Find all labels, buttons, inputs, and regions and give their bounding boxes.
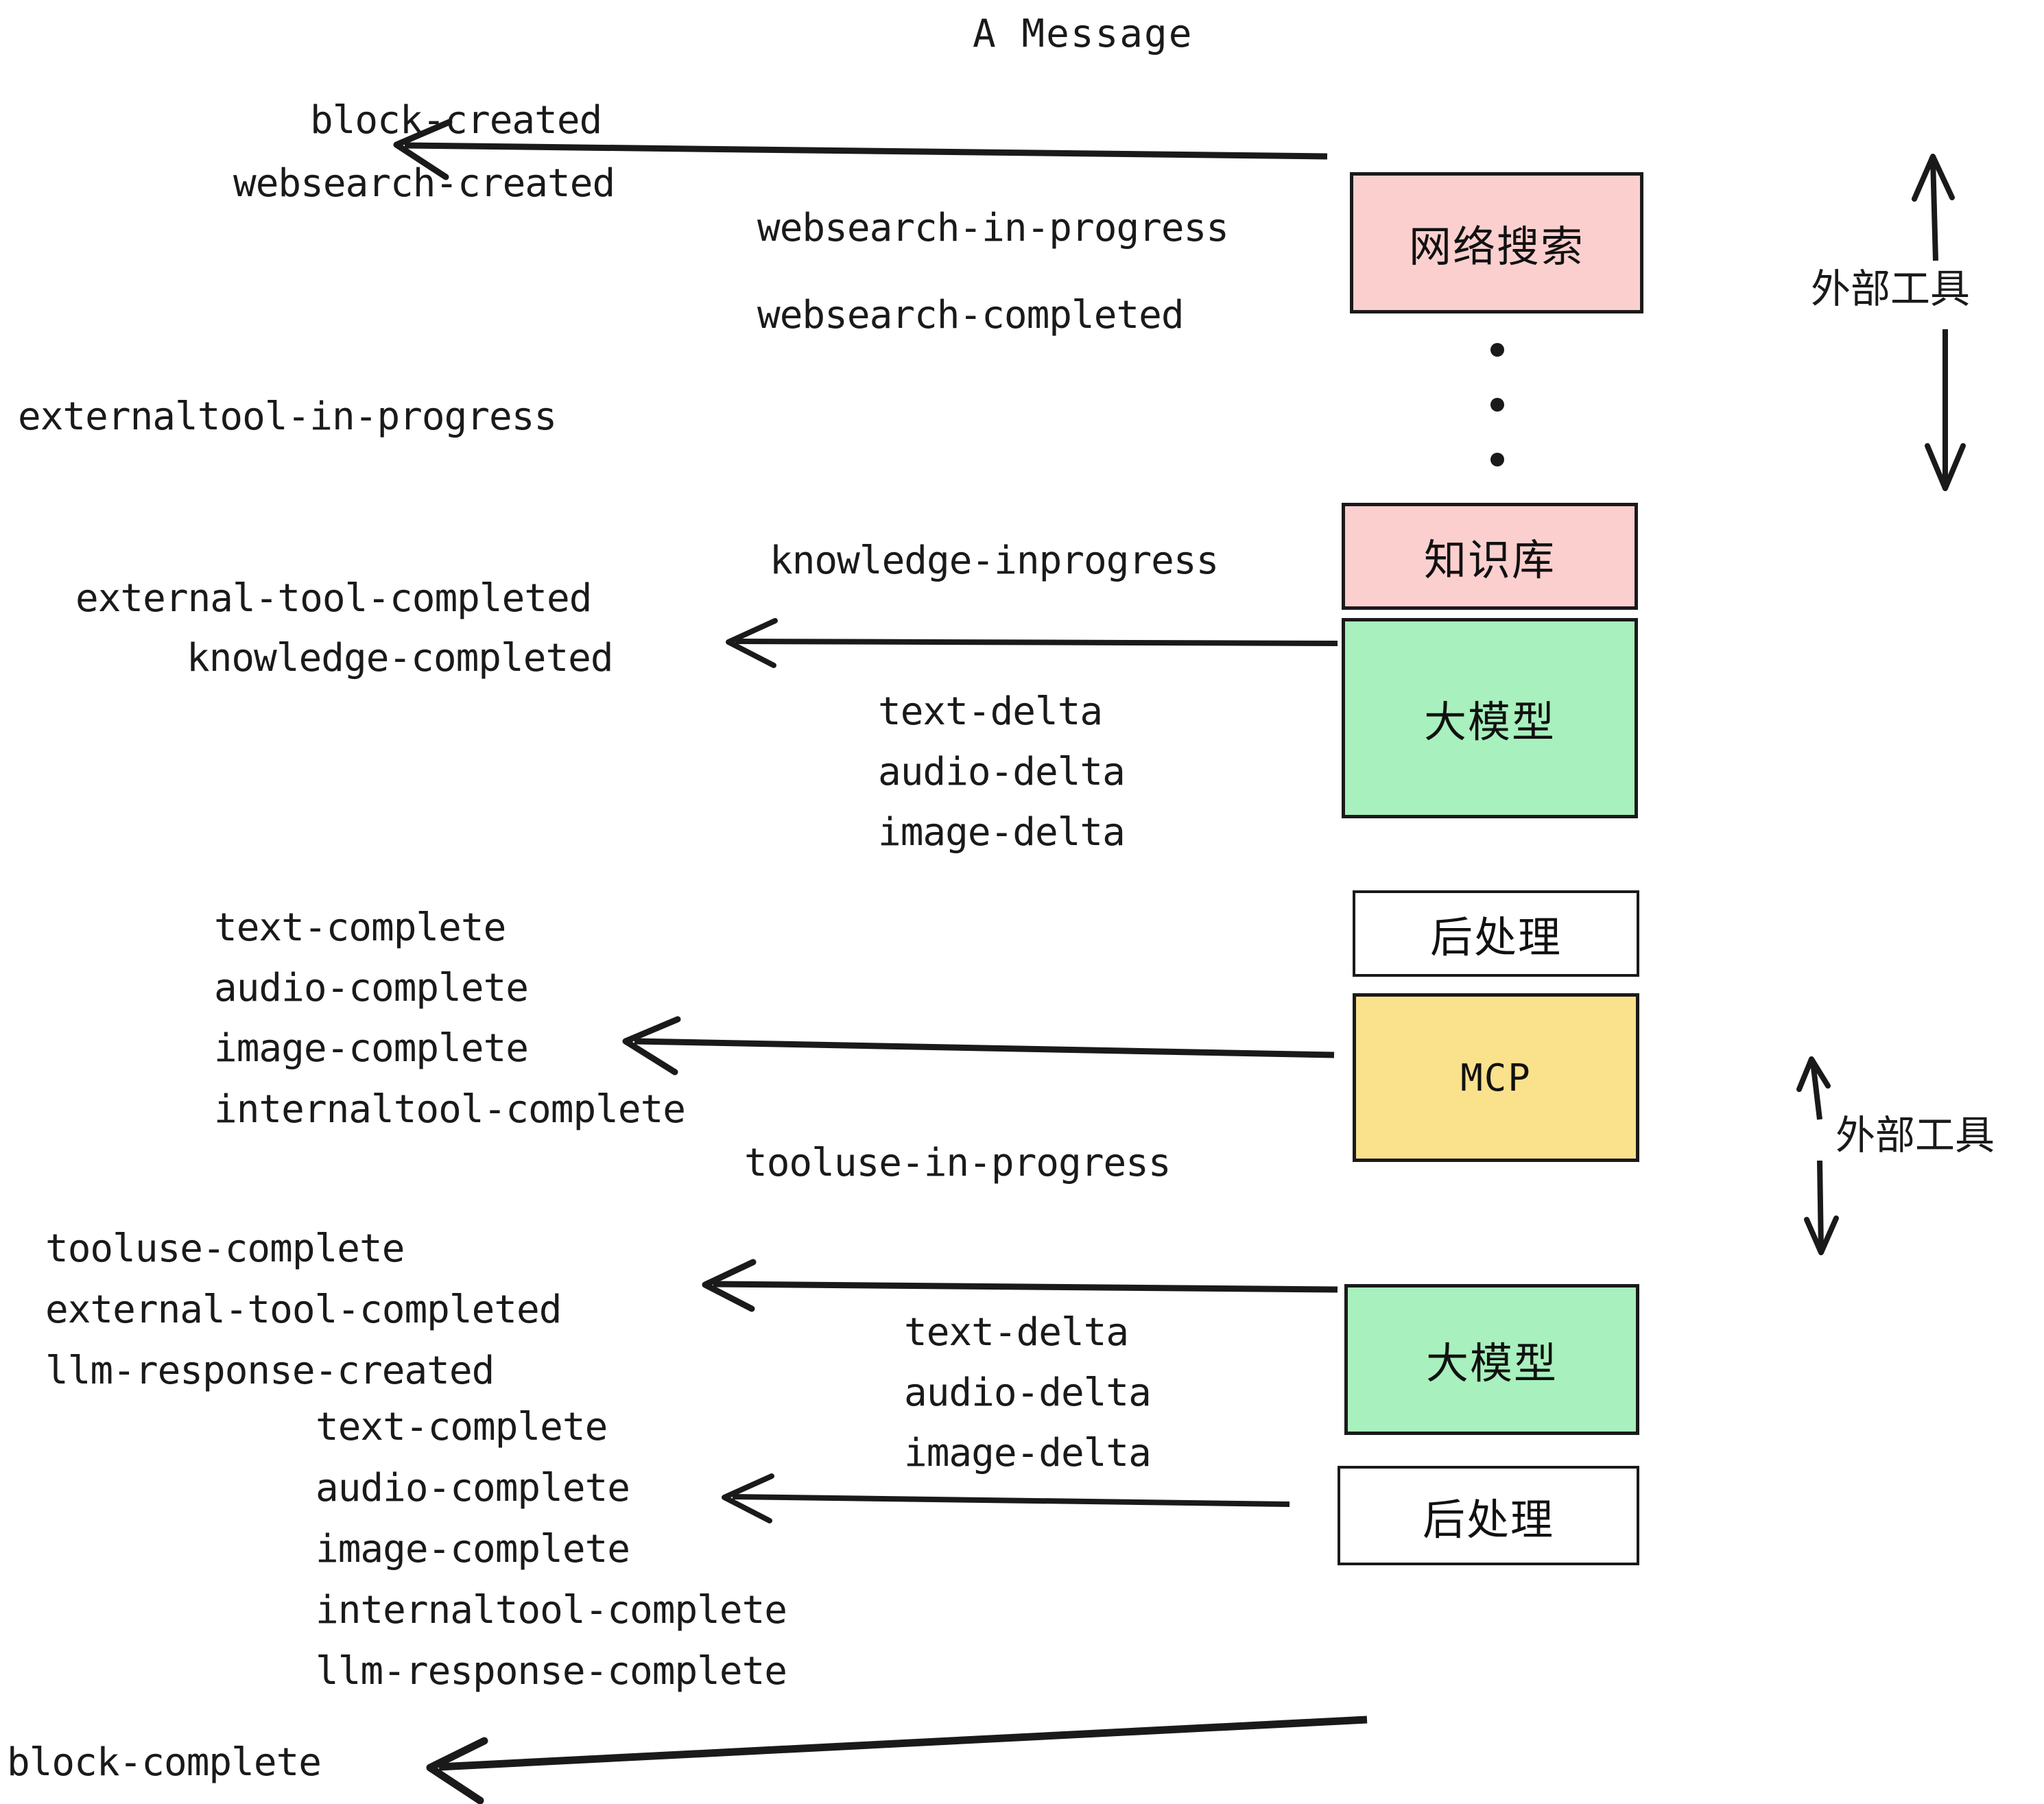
event-tooluse-complete: tooluse-complete <box>45 1226 405 1271</box>
event-knowledge-inprogress: knowledge-inprogress <box>770 538 1219 583</box>
event-external-tool-completed-2: external-tool-completed <box>45 1287 562 1332</box>
event-image-complete-2: image-complete <box>316 1527 630 1571</box>
node-postprocess-2-label: 后处理 <box>1422 1494 1554 1545</box>
arrow-llm2-to-left <box>702 1259 1338 1312</box>
node-postprocess-2[interactable]: 后处理 <box>1338 1466 1639 1565</box>
arrow-post2-to-block-complete <box>426 1716 1368 1804</box>
node-mcp[interactable]: MCP <box>1353 993 1639 1162</box>
arrow-mcp-to-left <box>622 1016 1335 1076</box>
event-image-complete-1: image-complete <box>214 1026 529 1071</box>
diagram-title: A Message <box>973 12 1193 56</box>
ellipsis-vertical <box>1490 343 1505 466</box>
event-websearch-completed: websearch-completed <box>757 293 1185 337</box>
event-llm-response-created: llm-response-created <box>45 1349 495 1393</box>
node-mcp-label: MCP <box>1460 1056 1532 1100</box>
event-block-complete: block-complete <box>7 1740 322 1785</box>
node-llm-1-label: 大模型 <box>1423 697 1556 747</box>
event-audio-delta-1: audio-delta <box>878 750 1126 794</box>
node-llm-2[interactable]: 大模型 <box>1344 1284 1639 1435</box>
event-externaltool-in-progress: externaltool-in-progress <box>18 394 557 439</box>
node-postprocess-1-label: 后处理 <box>1429 912 1562 962</box>
ellipsis-dot <box>1490 343 1504 357</box>
node-postprocess-1[interactable]: 后处理 <box>1353 890 1639 977</box>
node-llm-1[interactable]: 大模型 <box>1342 618 1638 818</box>
node-knowledge-base[interactable]: 知识库 <box>1342 503 1638 610</box>
event-text-delta-2: text-delta <box>904 1310 1129 1355</box>
event-internaltool-complete-1: internaltool-complete <box>214 1087 686 1132</box>
event-block-created: block-created <box>310 98 602 143</box>
event-image-delta-1: image-delta <box>878 810 1126 855</box>
event-text-delta-1: text-delta <box>878 689 1103 734</box>
node-websearch[interactable]: 网络搜索 <box>1350 172 1643 313</box>
event-websearch-in-progress: websearch-in-progress <box>757 206 1229 250</box>
node-llm-2-label: 大模型 <box>1425 1338 1558 1388</box>
event-text-complete-2: text-complete <box>316 1405 608 1449</box>
event-external-tool-completed-1: external-tool-completed <box>75 576 592 621</box>
event-internaltool-complete-2: internaltool-complete <box>316 1588 787 1633</box>
ellipsis-dot <box>1490 453 1504 466</box>
node-knowledge-base-label: 知识库 <box>1423 535 1556 585</box>
event-websearch-created: websearch-created <box>233 161 615 206</box>
event-image-delta-2: image-delta <box>904 1431 1152 1475</box>
event-llm-response-complete: llm-response-complete <box>316 1649 787 1694</box>
event-audio-complete-1: audio-complete <box>214 966 529 1010</box>
node-websearch-label: 网络搜索 <box>1408 222 1584 272</box>
external-tool-label-bottom: 外部工具 <box>1835 1112 1995 1159</box>
ellipsis-dot <box>1490 398 1504 412</box>
arrow-llm2-to-audio-complete <box>722 1473 1290 1523</box>
external-tool-range-arrow-bottom <box>1796 1056 1839 1255</box>
event-audio-complete-2: audio-complete <box>316 1466 630 1510</box>
event-audio-delta-2: audio-delta <box>904 1370 1152 1415</box>
external-tool-range-arrow-top <box>1912 154 1966 491</box>
event-knowledge-completed: knowledge-completed <box>187 636 614 680</box>
event-text-complete-1: text-complete <box>214 905 506 950</box>
arrow-llm1-to-left <box>726 618 1338 668</box>
external-tool-label-top: 外部工具 <box>1811 265 1971 312</box>
event-tooluse-in-progress: tooluse-in-progress <box>744 1141 1172 1185</box>
